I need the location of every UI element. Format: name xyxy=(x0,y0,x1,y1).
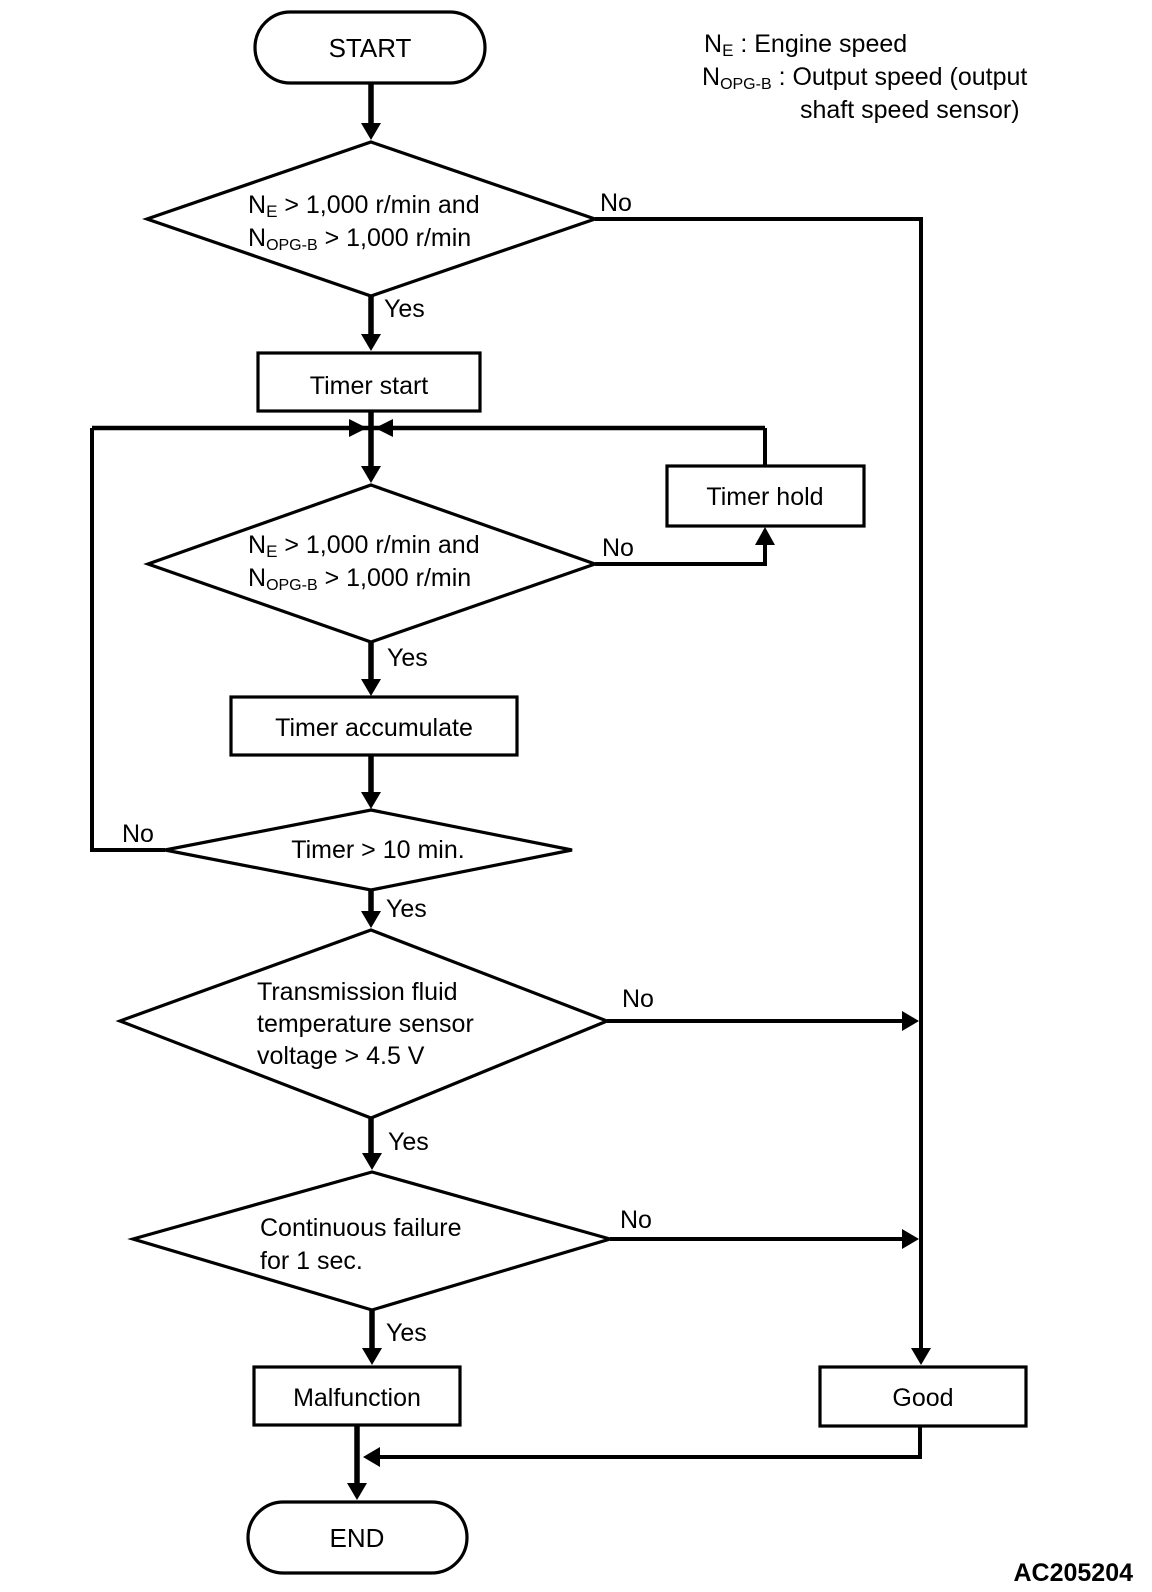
process-box xyxy=(665,464,866,528)
node-good: Good xyxy=(818,1365,1028,1428)
connector-line xyxy=(595,545,767,566)
arrowhead xyxy=(375,419,393,437)
edge-good-to-merge xyxy=(363,1426,922,1467)
node-fluid-temp-check: Transmission fluid temperature sensor vo… xyxy=(115,928,612,1120)
end-label: END xyxy=(330,1523,385,1553)
edge-fluid-temp-check-yes: Yes xyxy=(362,1118,429,1170)
edge-fluid-temp-check-no: No xyxy=(607,985,919,1031)
node-malfunction: Malfunction xyxy=(252,1365,462,1427)
decision-text: Timer > 10 min. xyxy=(291,836,464,864)
edge-continuous-failure-no: No xyxy=(610,1206,919,1249)
decision-text-line2: temperature sensor xyxy=(257,1010,474,1038)
node-timer-hold: Timer hold xyxy=(665,464,866,528)
node-timer-accumulate: Timer accumulate xyxy=(229,695,519,757)
arrowhead xyxy=(361,334,381,351)
node-continuous-failure-check: Continuous failure for 1 sec. xyxy=(127,1170,616,1312)
start-label: START xyxy=(329,33,412,63)
process-box xyxy=(229,695,519,757)
legend-output-speed: NOPG-B : Output speed (output xyxy=(702,63,1027,93)
arrowhead xyxy=(755,527,775,545)
arrowhead xyxy=(361,466,381,483)
edge-speed-check-1-no-to-good: No xyxy=(595,189,931,1365)
node-speed-check-1: NE > 1,000 r/min and NOPG-B > 1,000 r/mi… xyxy=(142,140,600,298)
edge-speed-check-1-yes: Yes xyxy=(361,295,425,351)
edge-label-yes: Yes xyxy=(387,644,428,672)
legend-engine-speed: NE : Engine speed xyxy=(704,30,907,60)
decision-text-line1: NE > 1,000 r/min and xyxy=(248,191,480,221)
process-label: Malfunction xyxy=(293,1384,421,1412)
edge-malfunction-to-end xyxy=(347,1425,367,1500)
edge-continuous-failure-yes: Yes xyxy=(362,1310,427,1365)
figure-id: AC205204 xyxy=(1013,1559,1133,1587)
edge-label-no: No xyxy=(622,985,654,1013)
edge-start-to-speed-check-1 xyxy=(361,83,381,140)
edge-timer-check-yes: Yes xyxy=(361,890,427,928)
edge-speed-check-2-yes: Yes xyxy=(361,642,428,696)
subscript: E xyxy=(266,542,277,561)
arrowhead xyxy=(902,1229,919,1249)
arrowhead xyxy=(361,911,381,928)
decision-text-line2: for 1 sec. xyxy=(260,1247,363,1275)
process-box xyxy=(818,1365,1028,1428)
arrowhead xyxy=(361,792,381,809)
node-start: START xyxy=(253,10,487,85)
loop-junction xyxy=(92,419,765,437)
node-end: END xyxy=(246,1500,469,1575)
edge-label-yes: Yes xyxy=(388,1128,429,1156)
edge-label-no: No xyxy=(122,820,154,848)
decision-diamond xyxy=(142,140,600,298)
edge-label-no: No xyxy=(602,534,634,562)
subscript: OPG-B xyxy=(266,577,318,594)
edge-timer-start-to-speed-check-2 xyxy=(361,411,381,483)
decision-text-line2: NOPG-B > 1,000 r/min xyxy=(248,224,471,254)
subscript: E xyxy=(722,41,733,60)
end-terminal xyxy=(246,1500,469,1575)
process-label: Timer start xyxy=(310,372,429,400)
arrowhead xyxy=(902,1011,919,1031)
subscript: OPG-B xyxy=(266,237,318,254)
edge-label-yes: Yes xyxy=(386,895,427,923)
node-speed-check-2: NE > 1,000 r/min and NOPG-B > 1,000 r/mi… xyxy=(143,483,600,644)
arrowhead xyxy=(349,419,367,437)
edge-timer-check-no-loop: No xyxy=(90,428,165,852)
legend: NE : Engine speed NOPG-B : Output speed … xyxy=(702,30,1027,124)
arrowhead xyxy=(362,1153,382,1170)
node-timer-start: Timer start xyxy=(256,351,482,413)
arrowhead xyxy=(361,679,381,696)
decision-text-line1: NE > 1,000 r/min and xyxy=(248,531,480,561)
subscript: OPG-B xyxy=(720,76,772,93)
process-label: Timer hold xyxy=(706,483,823,511)
edge-timer-accumulate-to-timer-check xyxy=(361,755,381,809)
arrowhead xyxy=(361,123,381,140)
edge-label-no: No xyxy=(600,189,632,217)
decision-text-line2: NOPG-B > 1,000 r/min xyxy=(248,564,471,594)
decision-text-line1: Continuous failure xyxy=(260,1214,462,1242)
edge-label-yes: Yes xyxy=(386,1319,427,1347)
connector-line xyxy=(595,217,923,1349)
process-label: Timer accumulate xyxy=(275,714,473,742)
node-timer-check: Timer > 10 min. xyxy=(164,808,573,892)
arrowhead xyxy=(363,1447,380,1467)
connector-line xyxy=(380,1426,922,1459)
edge-speed-check-2-no: No xyxy=(595,527,775,566)
decision-text-line3: voltage > 4.5 V xyxy=(257,1042,425,1070)
edge-label-no: No xyxy=(620,1206,652,1234)
legend-output-speed-cont: shaft speed sensor) xyxy=(800,96,1020,124)
subscript: E xyxy=(266,202,277,221)
connector-line xyxy=(90,428,165,852)
decision-text-line1: Transmission fluid xyxy=(257,978,458,1006)
edge-label-yes: Yes xyxy=(384,295,425,323)
process-label: Good xyxy=(892,1384,953,1412)
process-box xyxy=(252,1365,462,1427)
arrowhead xyxy=(362,1348,382,1365)
arrowhead xyxy=(911,1348,931,1365)
arrowhead xyxy=(347,1483,367,1500)
